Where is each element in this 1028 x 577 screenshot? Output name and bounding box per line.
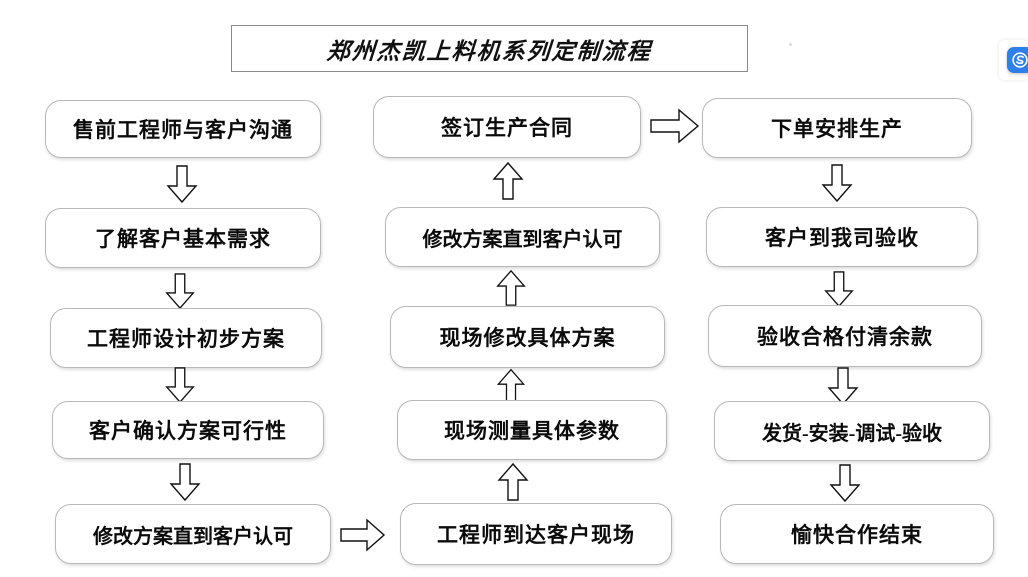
- flow-node-label: 发货-安装-调试-验收: [762, 422, 942, 445]
- connector-arrow-up: [494, 268, 528, 308]
- flow-node-label: 验收合格付清余款: [757, 325, 933, 349]
- flow-node-label: 修改方案直到客户认可: [93, 525, 293, 548]
- flow-node-label: 了解客户基本需求: [95, 227, 271, 251]
- flow-node-label: 愉快合作结束: [791, 523, 923, 547]
- flow-node-m5[interactable]: 工程师到达客户现场: [400, 503, 672, 565]
- decorative-speck: [789, 43, 792, 46]
- connector-arrow-down: [820, 162, 854, 204]
- flow-node-label: 客户到我司验收: [765, 226, 919, 250]
- connector-arrow-down: [163, 272, 197, 310]
- connector-arrow-down: [828, 462, 862, 504]
- flow-node-l4[interactable]: 客户确认方案可行性: [52, 401, 324, 459]
- flow-node-l1[interactable]: 售前工程师与客户沟通: [45, 100, 321, 158]
- connector-arrow-up: [496, 461, 530, 503]
- chart-title-box: 郑州杰凯上料机系列定制流程: [231, 25, 748, 72]
- flow-node-m4[interactable]: 现场测量具体参数: [397, 400, 667, 460]
- flow-node-label: 修改方案直到客户认可: [422, 228, 623, 251]
- connector-arrow-down: [168, 462, 202, 502]
- flow-node-label: 工程师到达客户现场: [437, 523, 635, 547]
- flow-node-r5[interactable]: 愉快合作结束: [720, 504, 994, 564]
- flow-node-label: 客户确认方案可行性: [89, 419, 287, 443]
- flow-node-m3[interactable]: 现场修改具体方案: [390, 306, 665, 368]
- connector-arrow-down: [822, 270, 856, 308]
- flow-node-label: 售前工程师与客户沟通: [73, 118, 293, 142]
- flow-node-r1[interactable]: 下单安排生产: [702, 98, 972, 158]
- flow-node-m1[interactable]: 签订生产合同: [373, 96, 641, 158]
- flow-node-label: 工程师设计初步方案: [87, 327, 285, 351]
- flow-node-label: 签订生产合同: [441, 116, 573, 140]
- connector-arrow-down: [826, 366, 860, 406]
- connector-arrow-right: [649, 108, 701, 144]
- flow-node-m2[interactable]: 修改方案直到客户认可: [385, 207, 660, 267]
- connector-arrow-down: [165, 164, 199, 204]
- flow-node-l5[interactable]: 修改方案直到客户认可: [55, 504, 331, 564]
- connector-arrow-up: [491, 160, 525, 202]
- connector-arrow-right: [339, 518, 387, 552]
- flow-node-r4[interactable]: 发货-安装-调试-验收: [714, 401, 990, 461]
- flow-node-r3[interactable]: 验收合格付清余款: [708, 305, 982, 367]
- flow-node-label: 现场修改具体方案: [439, 326, 616, 350]
- site-logo-icon[interactable]: [1007, 47, 1028, 73]
- flow-node-l2[interactable]: 了解客户基本需求: [45, 208, 321, 268]
- flow-node-label: 现场测量具体参数: [444, 419, 620, 443]
- page-title: 郑州杰凯上料机系列定制流程: [325, 38, 653, 64]
- flow-node-label: 下单安排生产: [771, 117, 903, 141]
- connector-arrow-down: [163, 366, 197, 404]
- flow-node-r2[interactable]: 客户到我司验收: [706, 207, 978, 267]
- flow-node-l3[interactable]: 工程师设计初步方案: [50, 308, 322, 368]
